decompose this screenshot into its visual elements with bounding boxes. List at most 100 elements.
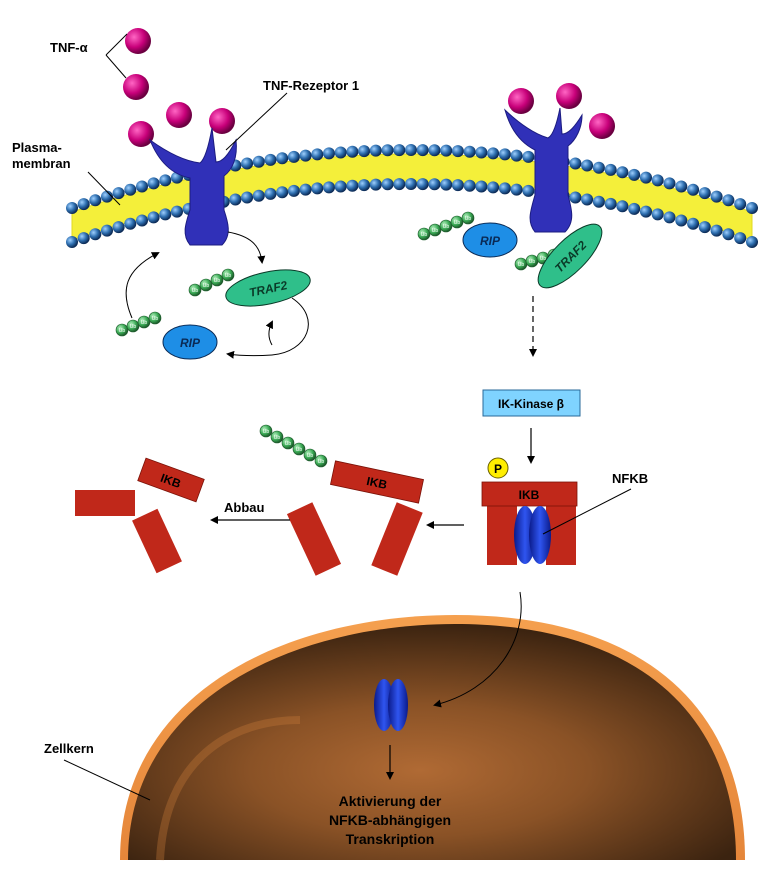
lipid-head — [569, 157, 582, 170]
phosphate-label: P — [494, 462, 502, 476]
lipid-head — [640, 205, 652, 218]
lipid-head — [628, 168, 641, 181]
lipid-head — [112, 221, 125, 234]
rip-label: RIP — [180, 336, 201, 350]
ubiquitinated-ikb: IKB — [286, 460, 424, 576]
lipid-head — [393, 144, 406, 157]
lipid-head — [734, 232, 747, 245]
nfkb-label: NFKB — [612, 471, 648, 486]
ubiquitin-label: Ub — [296, 447, 303, 453]
lipid-head — [440, 178, 453, 191]
lipid-head — [734, 198, 747, 211]
lipid-head — [171, 205, 183, 218]
ubiquitin-label: Ub — [443, 224, 450, 230]
ikb-nfkb-complex: IKB — [481, 481, 578, 565]
lipid-head — [136, 180, 148, 193]
lipid-head — [66, 236, 78, 248]
ubiquitin-label: Ub — [141, 320, 148, 326]
ubiquitin-label: Ub — [540, 256, 547, 262]
ubiquitin: Ub — [417, 227, 431, 241]
lipid-head — [147, 177, 160, 190]
lipid-head — [77, 198, 90, 211]
lipid-head — [334, 146, 347, 159]
lipid-head — [358, 179, 371, 192]
tnf-alpha-ball — [589, 113, 615, 139]
nfkb-in-nucleus — [374, 679, 408, 731]
lipid-head — [651, 208, 664, 221]
lipid-head — [229, 193, 242, 206]
ubiquitin: Ub — [439, 219, 453, 233]
lipid-head — [346, 179, 359, 192]
ubiquitin: Ub — [148, 311, 162, 325]
ubiquitin-label: Ub — [518, 262, 525, 268]
result-label-line1: Aktivierung der — [339, 793, 442, 809]
lipid-head — [498, 148, 511, 161]
lipid-head — [66, 202, 78, 214]
lipid-head — [405, 144, 417, 156]
lipid-head — [369, 144, 382, 157]
ik-kinase-box: IK-Kinase β — [482, 389, 581, 417]
lipid-head — [675, 214, 688, 227]
lipid-head — [487, 147, 500, 160]
tnf-alpha-ball — [128, 121, 154, 147]
lipid-head — [451, 179, 464, 192]
rip-right: RIP — [462, 222, 518, 258]
ubiquitin-label: Ub — [318, 459, 325, 465]
lipid-head — [89, 194, 102, 207]
tnf-receptor-left — [148, 127, 237, 246]
lipid-head — [334, 180, 347, 193]
ubiquitin: Ub — [450, 215, 464, 229]
ubiquitin: Ub — [137, 315, 151, 329]
lipid-head — [640, 171, 652, 184]
lipid-head — [416, 178, 429, 191]
ubiquitin: Ub — [188, 283, 202, 297]
lipid-head — [722, 228, 735, 241]
ik-kinase-label: IK-Kinase β — [498, 397, 564, 411]
ikb-label: IKB — [159, 471, 184, 491]
lipid-head — [381, 144, 394, 157]
ubiquitin-label: Ub — [465, 216, 472, 222]
lipid-head — [710, 224, 723, 237]
lipid-head — [124, 183, 137, 196]
lipid-head — [604, 197, 617, 210]
lipid-head — [428, 144, 441, 157]
ubiquitin-label: Ub — [285, 441, 292, 447]
lipid-head — [510, 183, 523, 196]
tnf-alpha-ball — [209, 108, 235, 134]
tnf-alpha-molecules — [123, 28, 615, 147]
lipid-head — [405, 178, 417, 190]
lipid-head — [101, 190, 113, 203]
lipid-head — [698, 187, 711, 200]
tnf-alpha-ball — [125, 28, 151, 54]
lipid-head — [393, 178, 406, 191]
lipid-head — [616, 166, 629, 179]
lipid-head — [381, 178, 394, 191]
lipid-head — [287, 150, 300, 163]
result-label-line2: NFKB-abhängigen — [329, 812, 451, 828]
lipid-head — [147, 211, 160, 224]
ubiquitin: Ub — [461, 211, 475, 225]
ikb-label: IKB — [365, 474, 388, 492]
lipid-head — [101, 224, 113, 237]
lipid-head — [264, 153, 277, 166]
ubiquitin-label: Ub — [263, 429, 270, 435]
lipid-head — [663, 177, 676, 190]
lipid-head — [616, 200, 629, 213]
plasma-membrane-label-line2: membran — [12, 156, 71, 171]
lipid-head — [487, 181, 500, 194]
ubiquitin: Ub — [303, 448, 317, 462]
phosphate-group: P — [487, 457, 509, 479]
ubiquitin: Ub — [314, 454, 328, 468]
lipid-head — [498, 182, 511, 195]
lipid-head — [746, 236, 758, 248]
ikb-label: IKB — [519, 488, 540, 502]
lipid-head — [159, 208, 172, 221]
ubiquitin: Ub — [428, 223, 442, 237]
ubiquitin-label: Ub — [214, 278, 221, 284]
lipid-head — [651, 174, 664, 187]
ubiquitin-label: Ub — [119, 328, 126, 334]
lipid-head — [346, 145, 359, 158]
